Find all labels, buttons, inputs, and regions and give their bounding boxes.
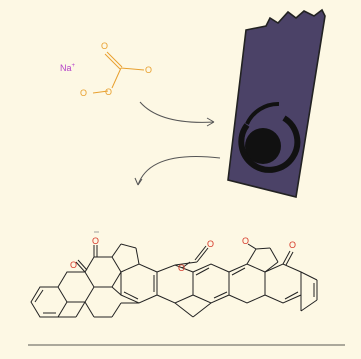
electrode-icon (227, 8, 326, 198)
carbonate-bonds (92, 51, 145, 94)
sodium-label: Na+ (60, 63, 76, 73)
product-oxygen-labels: O O O O O O (70, 236, 296, 273)
curved-arrow-icon (139, 101, 215, 127)
oxygen-label: O (178, 263, 185, 273)
oxygen-label: O (145, 65, 152, 75)
oxygen-label: O (289, 240, 296, 250)
reagent-molecule: Na+ O O O O (60, 41, 152, 98)
oxygen-label: O (242, 236, 249, 246)
electrode-ring-icon (238, 115, 301, 173)
oxygen-label: O (92, 236, 99, 246)
product-bonds (28, 243, 345, 346)
curved-arrow-icon (134, 156, 221, 186)
oxygen-label: O (105, 87, 112, 97)
electrode-arc-icon (245, 101, 280, 125)
oxygen-label: O (101, 41, 108, 51)
oxygen-label: O (207, 239, 214, 249)
oxygen-label: O (70, 260, 77, 270)
electrode-core-icon (245, 128, 281, 164)
oxygen-label: O (80, 88, 87, 98)
